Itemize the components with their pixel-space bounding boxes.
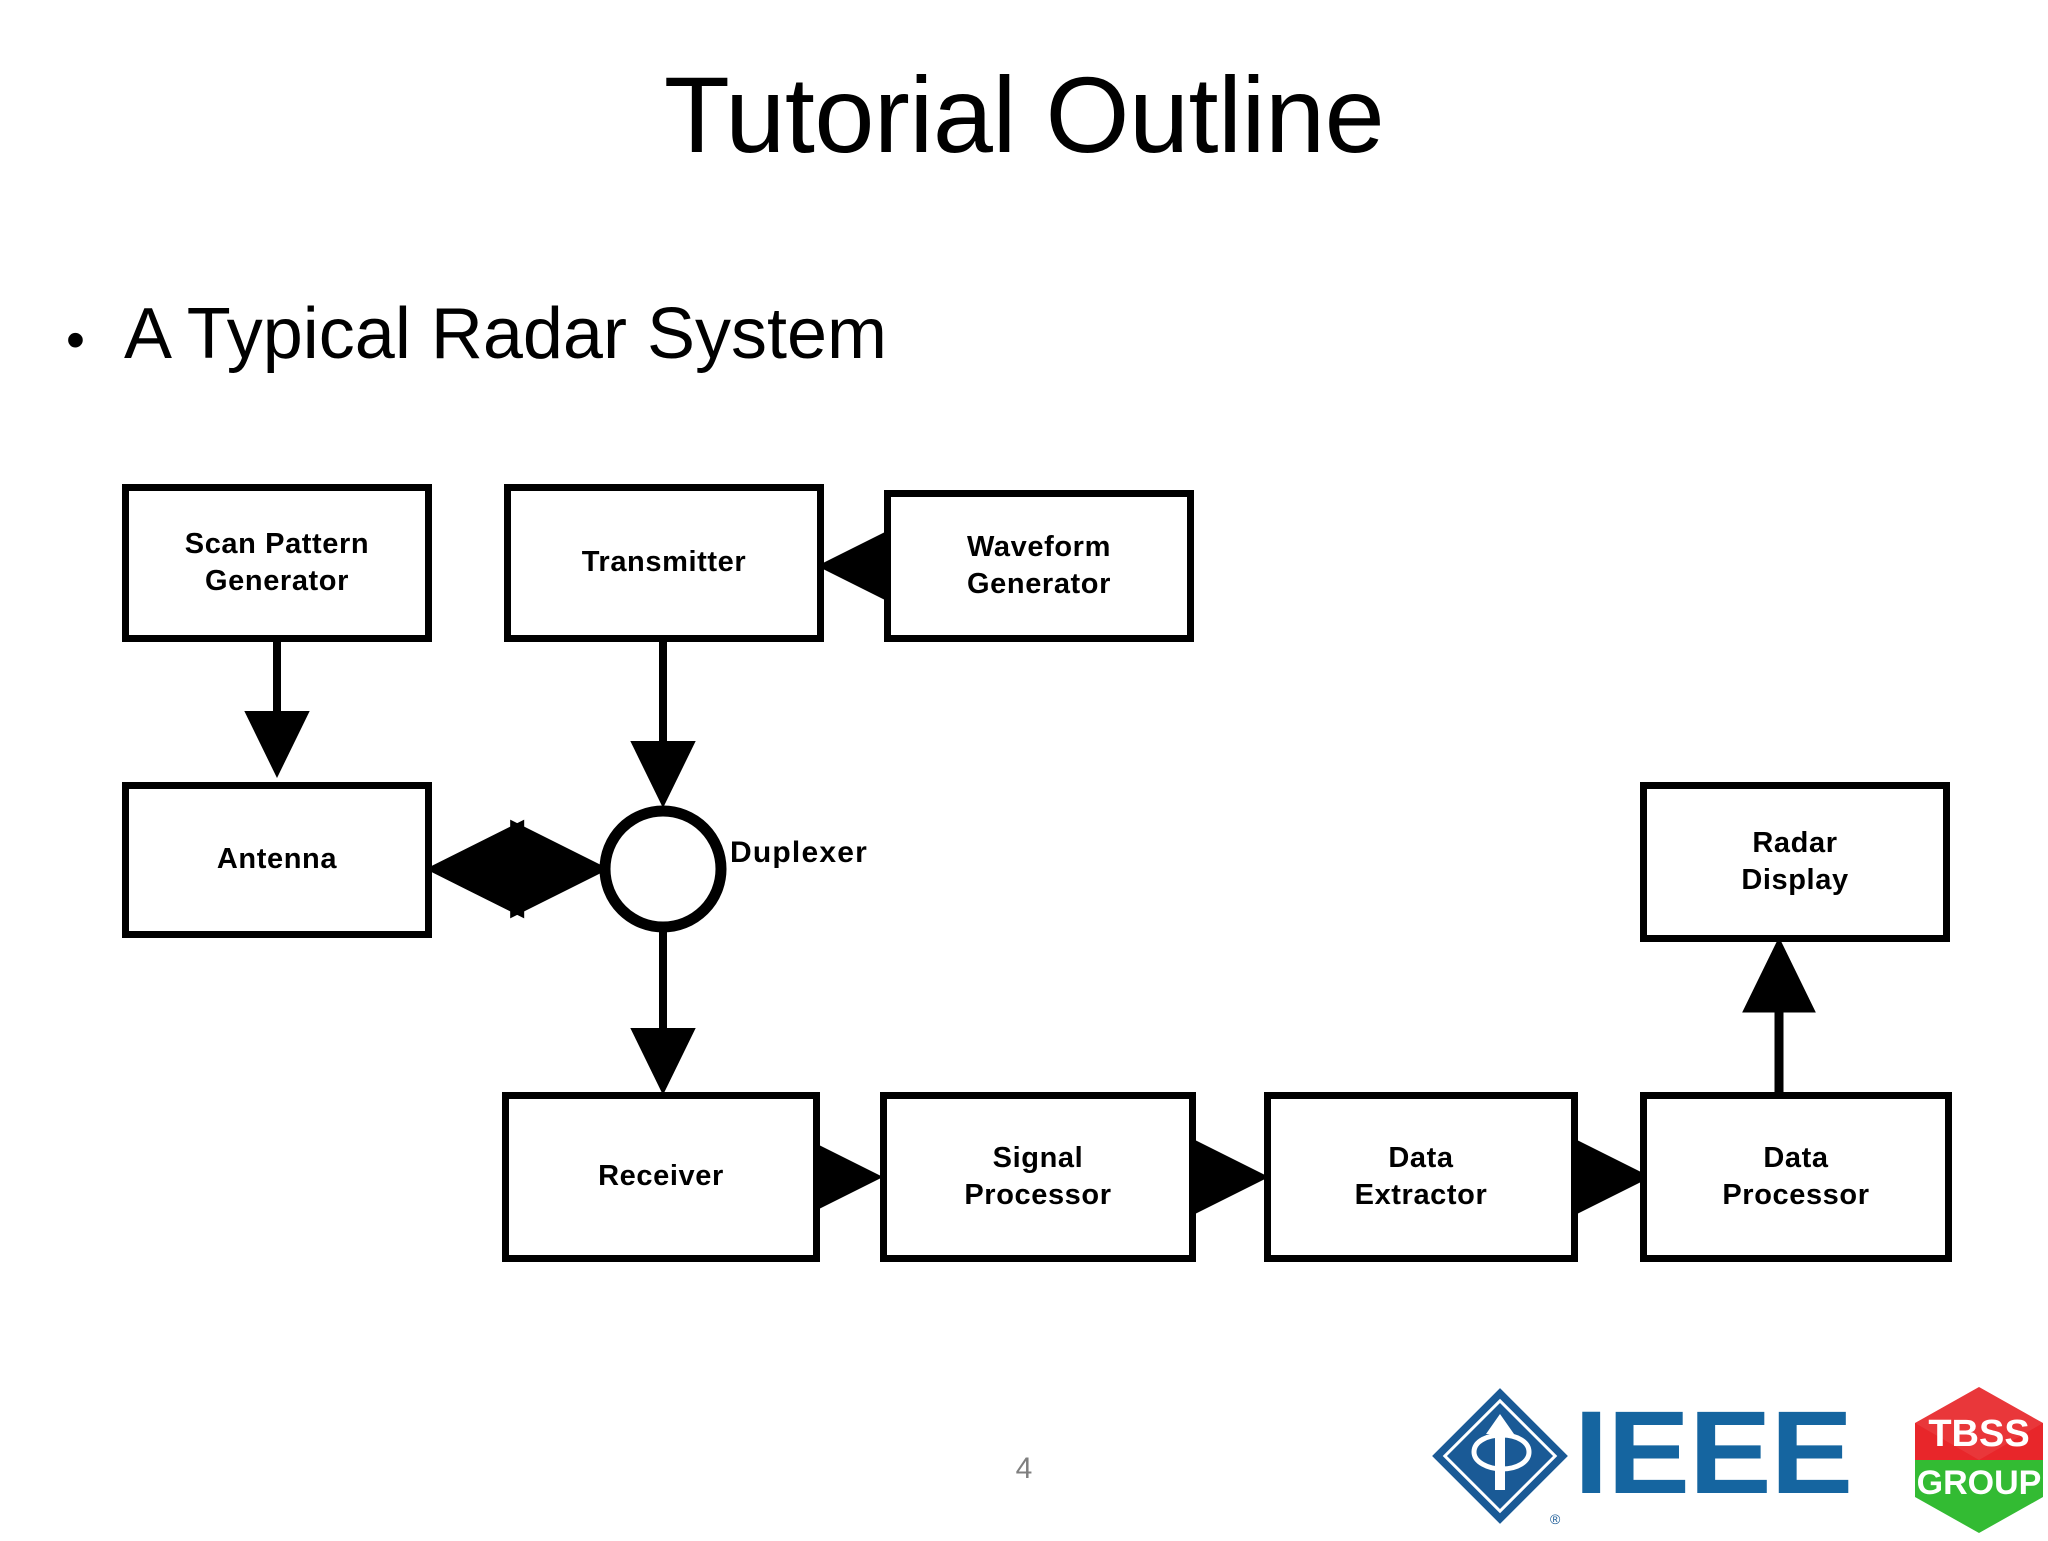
slide-page-number: 4 — [1015, 1452, 1033, 1485]
block-signal-processor[interactable]: Signal Processor — [880, 1092, 1196, 1262]
block-radar-display[interactable]: Radar Display — [1640, 782, 1950, 942]
block-label-line2: Processor — [964, 1179, 1112, 1211]
page-title: Tutorial Outline — [663, 54, 1385, 175]
tbss-top-label: TBSS — [1928, 1413, 2029, 1455]
block-data-extractor[interactable]: Data Extractor — [1264, 1092, 1578, 1262]
block-waveform-generator[interactable]: Waveform Generator — [884, 490, 1194, 642]
block-label-line2: Extractor — [1354, 1179, 1488, 1211]
block-label-line1: Data — [1388, 1141, 1454, 1174]
block-scan-pattern-generator[interactable]: Scan Pattern Generator — [122, 484, 432, 642]
block-antenna[interactable]: Antenna — [122, 782, 432, 938]
block-label-line2: Generator — [205, 565, 349, 597]
block-receiver[interactable]: Receiver — [502, 1092, 820, 1262]
block-label-line1: Data — [1763, 1141, 1829, 1174]
block-label-line2: Processor — [1722, 1179, 1870, 1211]
block-transmitter[interactable]: Transmitter — [504, 484, 824, 642]
block-label-line2: Generator — [967, 568, 1111, 600]
duplexer-label: Duplexer — [730, 836, 868, 869]
block-label-line1: Radar — [1752, 826, 1838, 859]
block-label-line1: Waveform — [967, 530, 1111, 563]
bullet-item-label: A Typical Radar System — [124, 294, 887, 374]
tbss-group-logo: TBSS GROUP — [1910, 1384, 2048, 1536]
block-label-line1: Scan Pattern — [184, 527, 370, 560]
block-label-line1: Transmitter — [581, 546, 747, 579]
bullet-list-item: • A Typical Radar System — [66, 298, 887, 370]
block-label-line1: Signal — [992, 1141, 1084, 1174]
block-data-processor[interactable]: Data Processor — [1640, 1092, 1952, 1262]
bullet-marker-icon: • — [66, 310, 85, 370]
tbss-bottom-label: GROUP — [1917, 1464, 2042, 1502]
ieee-wordmark: IEEE — [1574, 1387, 1853, 1519]
block-label-line1: Receiver — [598, 1160, 724, 1193]
registered-trademark-icon: ® — [1550, 1511, 1561, 1527]
ieee-diamond-icon: ® — [1432, 1388, 1568, 1527]
block-label-line1: Antenna — [216, 843, 338, 876]
block-label-line2: Display — [1741, 864, 1849, 896]
duplexer-circle-shape — [599, 805, 727, 933]
logo-cluster: ® IEEE TBSS GROUP — [1432, 1382, 2048, 1536]
